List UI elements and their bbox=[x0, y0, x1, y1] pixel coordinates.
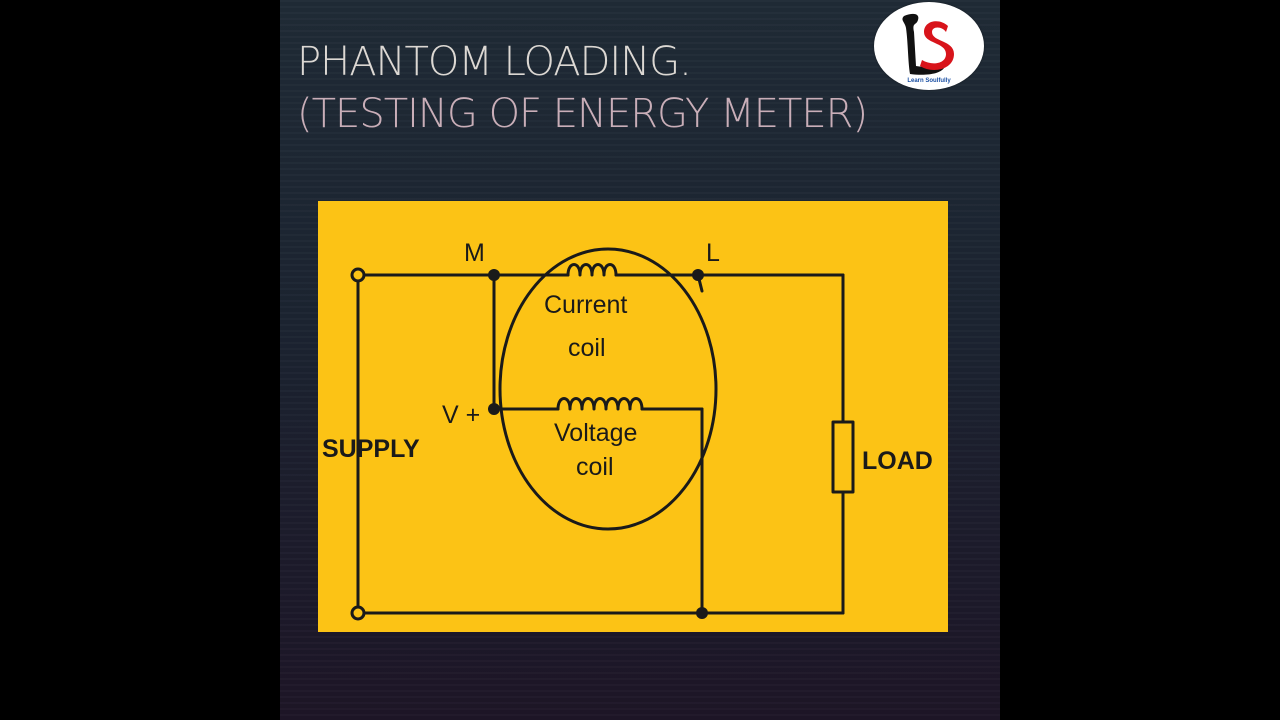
label-load: LOAD bbox=[862, 447, 933, 475]
label-voltage-coil-2: coil bbox=[576, 453, 614, 481]
label-current-coil-2: coil bbox=[568, 334, 606, 362]
label-voltage-coil-1: Voltage bbox=[554, 419, 637, 447]
junction-m bbox=[488, 269, 500, 281]
junction-bottom bbox=[696, 607, 708, 619]
current-coil-winding bbox=[566, 263, 618, 277]
slide-title: PHANTOM LOADING. (TESTING OF ENERGY METE… bbox=[297, 36, 868, 140]
title-line-1: PHANTOM LOADING. bbox=[297, 39, 692, 85]
channel-logo: Learn Soulfully bbox=[874, 2, 984, 90]
label-supply: SUPPLY bbox=[322, 435, 420, 463]
junction-v bbox=[488, 403, 500, 415]
load-resistor bbox=[831, 420, 855, 494]
label-voltage-terminal: V + bbox=[442, 401, 480, 429]
phantom-loading-circuit-diagram: M L Current coil V + Voltage coil SUPPLY… bbox=[318, 201, 948, 632]
junction-l bbox=[692, 269, 704, 281]
voltage-coil-winding bbox=[556, 397, 644, 411]
logo-tagline: Learn Soulfully bbox=[907, 78, 951, 84]
supply-terminal-bottom bbox=[350, 605, 366, 621]
title-line-2: (TESTING OF ENERGY METER) bbox=[297, 91, 868, 137]
slide: PHANTOM LOADING. (TESTING OF ENERGY METE… bbox=[280, 0, 1000, 720]
label-current-coil-1: Current bbox=[544, 291, 627, 319]
meter-enclosure-circle bbox=[498, 247, 718, 531]
logo-letter-l bbox=[902, 13, 944, 75]
logo-letter-s bbox=[920, 21, 954, 70]
label-terminal-l: L bbox=[706, 239, 720, 267]
label-terminal-m: M bbox=[464, 239, 485, 267]
supply-terminal-top bbox=[350, 267, 366, 283]
